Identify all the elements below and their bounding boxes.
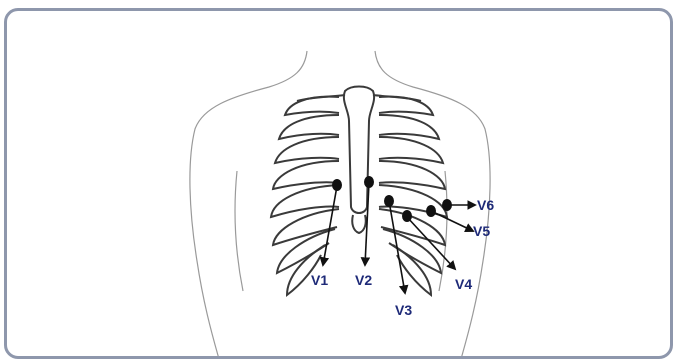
electrode-v1: [332, 179, 342, 191]
label-v5: V5: [473, 223, 490, 239]
arrow-v5: [431, 211, 473, 231]
label-v4: V4: [455, 276, 472, 292]
chest-lead-diagram: V1 V2 V3 V4 V5 V6: [7, 11, 673, 359]
electrode-v3: [384, 195, 394, 207]
electrode-v4: [402, 210, 412, 222]
lead-arrows: [323, 183, 475, 293]
sternum: [344, 87, 374, 234]
arrow-v1: [323, 186, 337, 265]
label-v3: V3: [395, 302, 412, 318]
diagram-frame: V1 V2 V3 V4 V5 V6: [4, 8, 673, 359]
electrode-v5: [426, 205, 436, 217]
electrode-v2: [364, 176, 374, 188]
label-v2: V2: [355, 272, 372, 288]
electrode-v6: [442, 199, 452, 211]
label-v6: V6: [477, 197, 494, 213]
label-v1: V1: [311, 272, 328, 288]
